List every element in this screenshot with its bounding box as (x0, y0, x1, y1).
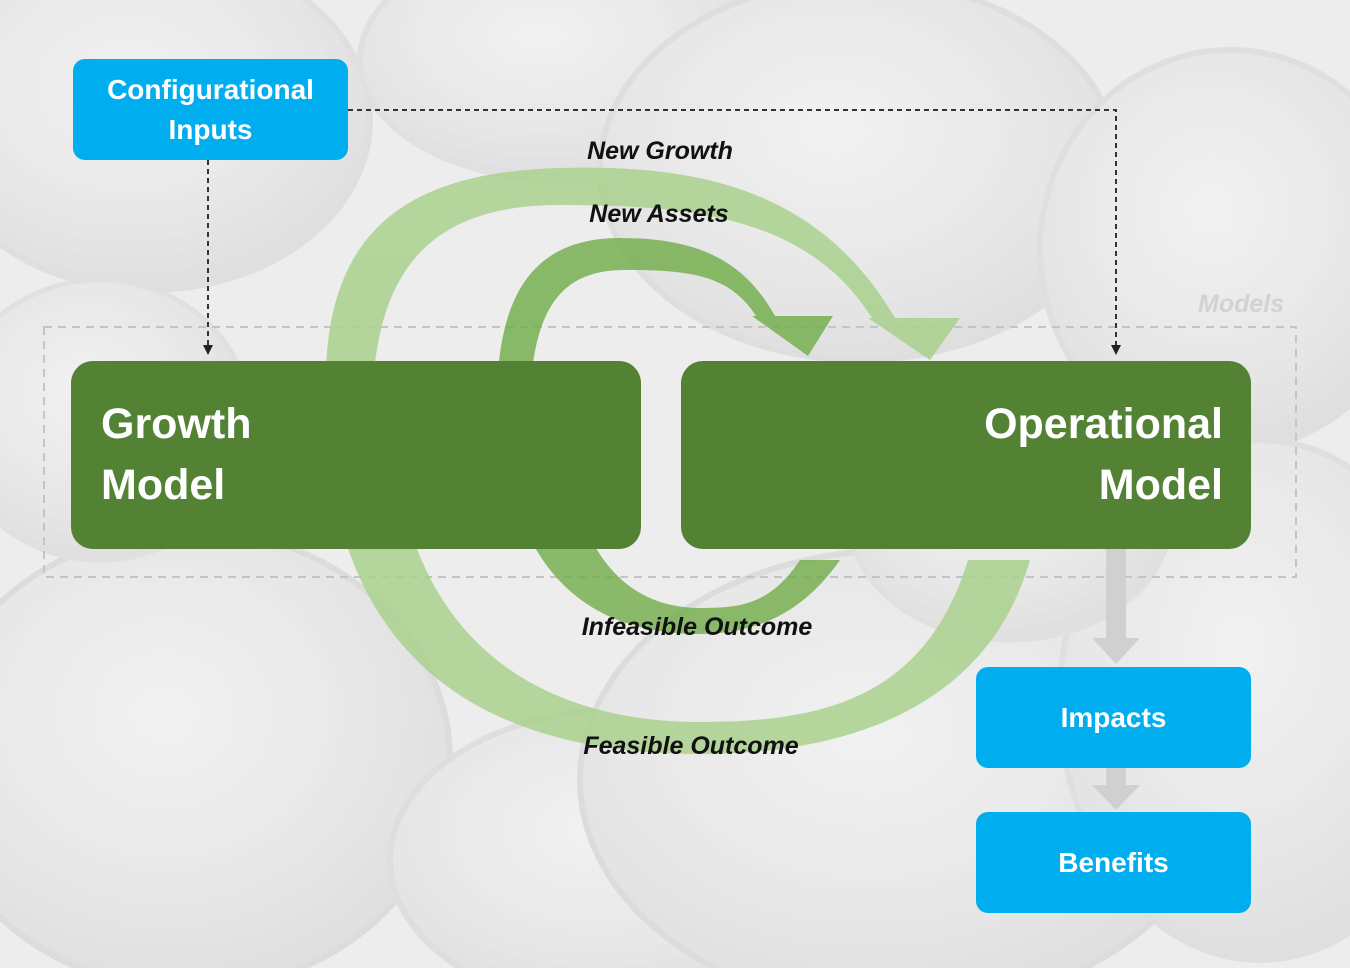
configurational-inputs-line-2: Inputs (168, 113, 253, 145)
models-group-label: Models (1198, 290, 1285, 318)
new-growth-label: New Growth (587, 137, 733, 165)
config-to-operational-connector (348, 109, 1121, 355)
impacts-label: Impacts (1060, 701, 1167, 733)
growth-model-box: Growth Model (71, 361, 641, 549)
feasible-loop-arrow (272, 167, 1030, 754)
configurational-inputs-box: Configurational Inputs (73, 59, 348, 160)
models-group-frame (43, 326, 1297, 578)
benefits-box: Benefits (976, 812, 1251, 913)
configurational-inputs-line-1: Configurational (107, 73, 314, 105)
impacts-box: Impacts (976, 667, 1251, 768)
growth-model-line-1: Growth (101, 400, 252, 448)
impacts-to-benefits-arrow (1092, 768, 1140, 810)
feasible-outcome-label: Feasible Outcome (583, 732, 799, 760)
benefits-label: Benefits (1058, 846, 1169, 878)
operational-model-line-1: Operational (984, 400, 1223, 448)
operational-to-impacts-arrow (1092, 549, 1140, 664)
operational-model-line-2: Model (1098, 461, 1223, 509)
infeasible-outcome-label: Infeasible Outcome (581, 613, 813, 641)
growth-model-line-2: Model (101, 461, 226, 509)
new-assets-label: New Assets (589, 200, 729, 228)
operational-model-box: Operational Model (681, 361, 1251, 549)
